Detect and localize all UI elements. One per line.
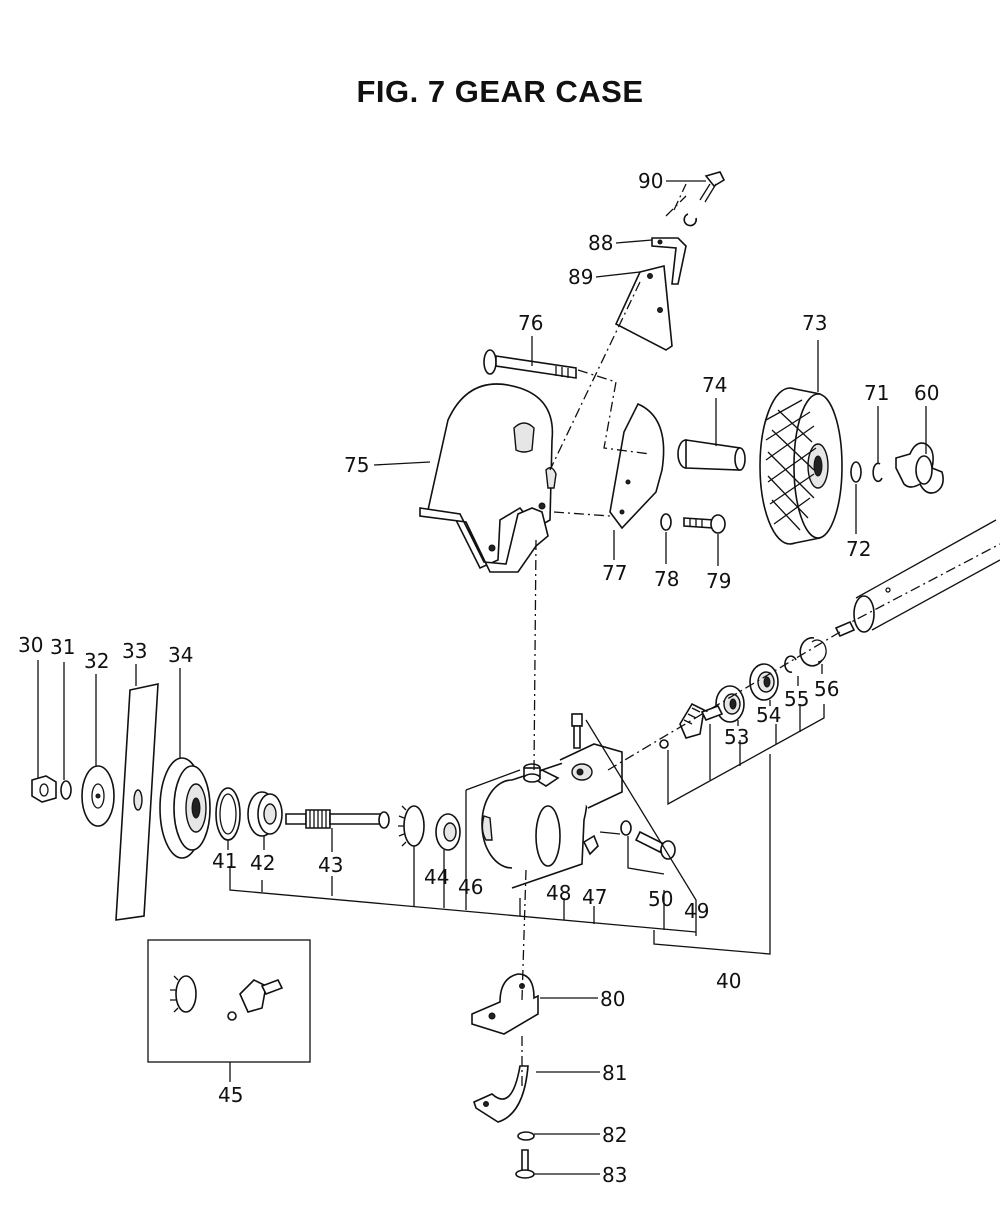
- callout-72: 72: [846, 537, 871, 561]
- callout-42: 42: [250, 851, 275, 875]
- callout-31: 31: [50, 635, 75, 659]
- part-30-nut: [31, 775, 57, 803]
- callout-90: 90: [638, 169, 663, 193]
- part-44-bearing: [435, 813, 461, 851]
- part-71-clip: [872, 462, 883, 483]
- part-bevel-gear: [398, 805, 425, 847]
- callout-56: 56: [814, 677, 839, 701]
- callout-83: 83: [602, 1163, 627, 1187]
- part-pinion-gear: [679, 702, 724, 739]
- callout-82: 82: [602, 1123, 627, 1147]
- part-54-bearing: [749, 663, 779, 701]
- shaft-tube: [834, 519, 1000, 638]
- callout-81: 81: [602, 1061, 627, 1085]
- part-46-knob: [523, 763, 541, 783]
- part-42-bearing: [247, 791, 283, 837]
- callout-55: 55: [784, 687, 809, 711]
- part-41-ring: [215, 787, 241, 841]
- part-47-clip: [582, 834, 599, 856]
- part-76-bolt: [483, 349, 577, 379]
- part-75-cover: [419, 383, 557, 573]
- callout-40: 40: [716, 969, 741, 993]
- part-34-holder: [159, 757, 211, 859]
- callout-48: 48: [546, 881, 571, 905]
- callout-30: 30: [18, 633, 43, 657]
- callout-79: 79: [706, 569, 731, 593]
- callout-78: 78: [654, 567, 679, 591]
- part-81-strap: [473, 1065, 529, 1123]
- part-45-gear-set: [147, 939, 311, 1063]
- part-82-washer: [517, 1131, 535, 1141]
- part-79-bolt: [683, 514, 726, 534]
- callout-33: 33: [122, 639, 147, 663]
- part-90-screw: [683, 171, 726, 227]
- callout-32: 32: [84, 649, 109, 673]
- callout-50: 50: [648, 887, 673, 911]
- part-80-clamp: [471, 973, 539, 1035]
- callout-54: 54: [756, 703, 781, 727]
- callout-34: 34: [168, 643, 193, 667]
- part-83-screw: [515, 1149, 535, 1179]
- callout-88: 88: [588, 231, 613, 255]
- assembly-lines: [229, 183, 841, 1090]
- part-32-washer: [81, 765, 115, 827]
- part-50-bolt: [620, 820, 676, 860]
- part-89-bracket: [614, 264, 673, 351]
- callout-41: 41: [212, 849, 237, 873]
- part-53-bearing: [715, 685, 745, 723]
- callout-45: 45: [218, 1083, 243, 1107]
- part-73-wheel: [759, 387, 843, 545]
- callout-60: 60: [914, 381, 939, 405]
- figure-title: FIG. 7 GEAR CASE: [356, 74, 644, 109]
- part-60-knob: [895, 442, 944, 494]
- callout-75: 75: [344, 453, 369, 477]
- callout-77: 77: [602, 561, 627, 585]
- callout-74: 74: [702, 373, 727, 397]
- callout-53: 53: [724, 725, 749, 749]
- part-72-washer: [850, 461, 862, 483]
- part-74-axle: [677, 439, 746, 471]
- part-56-snap-ring: [799, 637, 827, 667]
- callout-89: 89: [568, 265, 593, 289]
- callout-76: 76: [518, 311, 543, 335]
- part-33-blade: [115, 682, 159, 921]
- callout-73: 73: [802, 311, 827, 335]
- callout-47: 47: [582, 885, 607, 909]
- part-48-gear-housing: [481, 743, 623, 889]
- part-88-plate: [651, 237, 687, 285]
- leader-lines: [37, 180, 927, 1175]
- part-31-washer: [60, 780, 72, 800]
- callout-46: 46: [458, 875, 483, 899]
- callout-43: 43: [318, 853, 343, 877]
- callout-labels: 90 88 89 76 73 74 71 60 75 72 77 78 79 3…: [18, 169, 939, 1187]
- part-ball: [659, 739, 669, 749]
- callout-71: 71: [864, 381, 889, 405]
- part-49-bolt: [571, 713, 583, 749]
- callout-44: 44: [424, 865, 449, 889]
- callout-80: 80: [600, 987, 625, 1011]
- part-77-plate: [609, 402, 665, 530]
- callout-49: 49: [684, 899, 709, 923]
- part-78-washer: [660, 513, 672, 531]
- part-43-spindle: [285, 809, 390, 829]
